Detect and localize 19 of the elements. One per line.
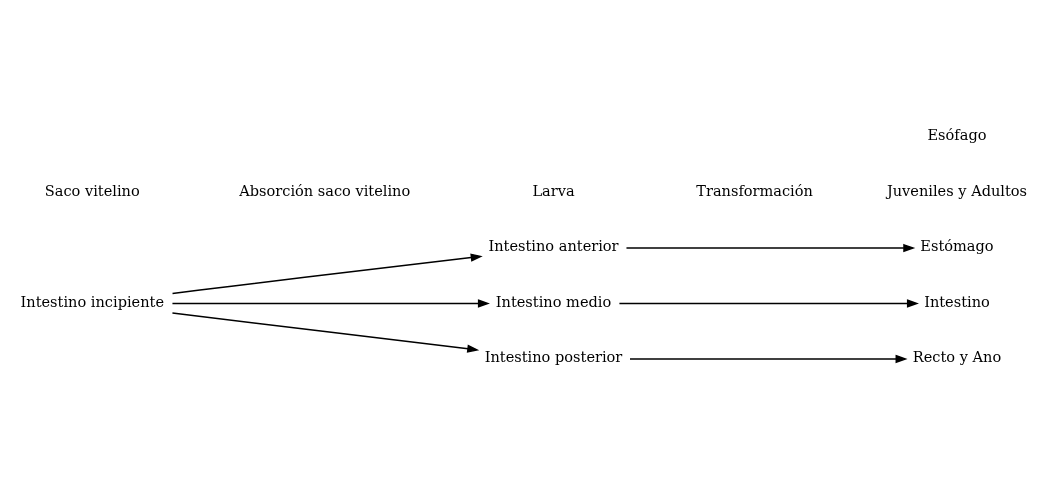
node-text: Intestino posterior xyxy=(484,348,623,366)
arrow xyxy=(171,253,483,295)
label: Esófago xyxy=(927,126,987,144)
node-text: Estómago xyxy=(920,237,994,255)
node-text: Intestino xyxy=(924,292,990,310)
arrow xyxy=(629,354,908,364)
arrow xyxy=(625,243,916,253)
node-text: Intestino medio xyxy=(495,292,612,310)
node-text: Intestino anterior xyxy=(488,237,619,255)
node-text: Recto y Ano xyxy=(912,348,1002,366)
node-text: Intestino incipiente xyxy=(20,292,165,310)
arrow xyxy=(171,299,490,308)
label: Juveniles y Adultos xyxy=(886,181,1028,199)
label: Larva xyxy=(532,181,575,199)
label: Transformación xyxy=(696,181,813,199)
arrow xyxy=(618,299,919,308)
label: Saco vitelino xyxy=(44,181,140,199)
arrow xyxy=(171,312,480,353)
label: Absorción saco vitelino xyxy=(239,181,411,199)
